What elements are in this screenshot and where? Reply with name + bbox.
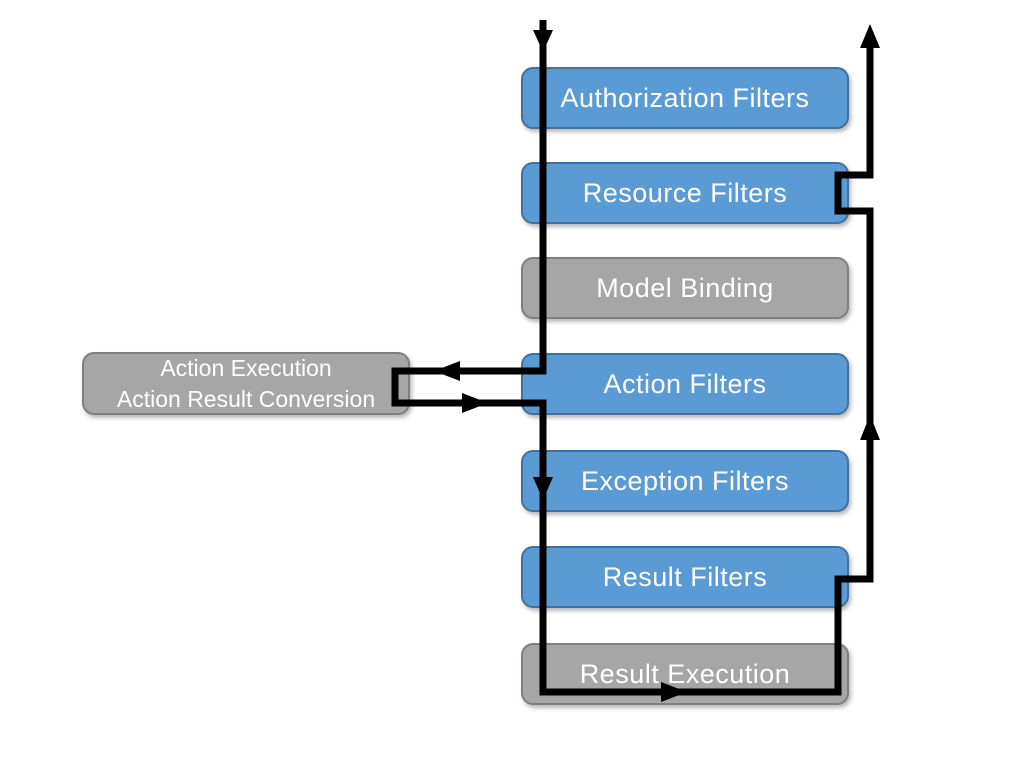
arrowhead-to-action-execution-icon bbox=[434, 361, 460, 381]
box-authorization-filters-label: Authorization Filters bbox=[560, 82, 810, 113]
box-action-execution-line2: Action Result Conversion bbox=[116, 385, 376, 412]
box-result-execution-label: Result Execution bbox=[579, 658, 791, 689]
box-resource-filters-label: Resource Filters bbox=[582, 177, 788, 208]
box-exception-filters-label: Exception Filters bbox=[580, 465, 790, 496]
arrowhead-response-up-top-icon bbox=[860, 24, 880, 48]
box-result-filters-label: Result Filters bbox=[602, 561, 768, 592]
box-action-execution: Action Execution Action Result Conversio… bbox=[82, 352, 410, 415]
box-model-binding-label: Model Binding bbox=[596, 272, 774, 303]
box-action-filters-label: Action Filters bbox=[603, 368, 767, 399]
box-exception-filters: Exception Filters bbox=[521, 450, 849, 512]
box-result-execution: Result Execution bbox=[521, 643, 849, 705]
arrowhead-response-up-mid-icon bbox=[860, 415, 880, 440]
box-result-filters: Result Filters bbox=[521, 546, 849, 608]
box-action-execution-line1: Action Execution bbox=[160, 354, 332, 381]
arrowhead-request-down-icon bbox=[533, 30, 553, 52]
box-authorization-filters: Authorization Filters bbox=[521, 67, 849, 129]
box-resource-filters: Resource Filters bbox=[521, 162, 849, 224]
box-model-binding: Model Binding bbox=[521, 257, 849, 319]
box-action-filters: Action Filters bbox=[521, 353, 849, 415]
arrowhead-from-action-execution-icon bbox=[462, 393, 488, 413]
